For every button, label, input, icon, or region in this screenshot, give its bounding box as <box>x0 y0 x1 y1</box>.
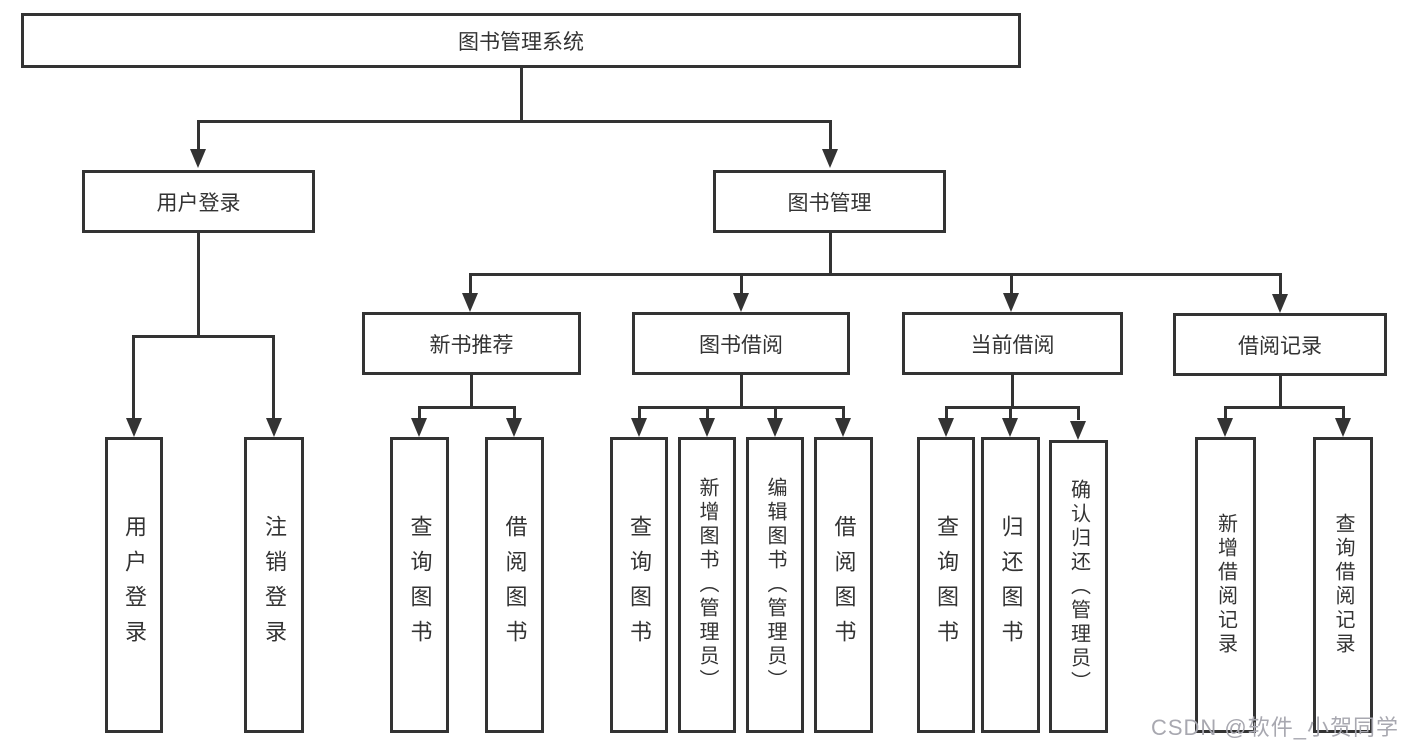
connector-drop-line <box>1279 273 1282 295</box>
node-borrowing-records: 借阅记录 <box>1173 313 1387 376</box>
leaf-query-books: 查询图书 <box>610 437 668 733</box>
connector-stem <box>829 233 832 273</box>
arrow-down-icon <box>938 418 954 437</box>
leaf-user-login: 用户登录 <box>105 437 163 733</box>
connector-drop-line <box>469 273 472 295</box>
node-user-login: 用户登录 <box>82 170 315 233</box>
leaf-query-books: 查询图书 <box>390 437 449 733</box>
connector-drop-line <box>774 406 777 420</box>
connector-drop-line <box>1224 406 1227 420</box>
leaf-return-books: 归还图书 <box>981 437 1040 733</box>
connector-drop-line <box>1009 406 1012 420</box>
arrow-down-icon <box>631 418 647 437</box>
arrow-down-icon <box>266 418 282 437</box>
leaf-logout: 注销登录 <box>244 437 304 733</box>
leaf-borrow-books: 借阅图书 <box>814 437 873 733</box>
connector-drop-line <box>197 120 200 152</box>
leaf-add-borrow-record: 新增借阅记录 <box>1195 437 1256 733</box>
connector-root-rail <box>197 120 832 123</box>
node-book-management: 图书管理 <box>713 170 946 233</box>
node-label: 图书管理 <box>787 191 872 215</box>
node-label: 归还图书 <box>998 515 1024 655</box>
node-label: 图书管理系统 <box>458 30 584 54</box>
connector-drop-line <box>1077 406 1080 420</box>
connector-drop-line <box>513 406 516 420</box>
connector-rail <box>133 335 275 338</box>
connector-drop-line <box>132 335 135 420</box>
arrow-down-icon <box>1002 418 1018 437</box>
node-label: 用户登录 <box>122 515 147 655</box>
connector-rail <box>419 406 516 409</box>
node-current-borrowing: 当前借阅 <box>902 312 1123 375</box>
arrow-down-icon <box>126 418 142 437</box>
connector-rail <box>639 406 844 409</box>
connector-drop-line <box>842 406 845 420</box>
node-label: 借阅图书 <box>831 515 857 655</box>
leaf-edit-books-admin: 编辑图书（管理员） <box>746 437 804 733</box>
connector-rail <box>946 406 1079 409</box>
connector-drop-line <box>1342 406 1345 420</box>
connector-rail <box>1225 406 1344 409</box>
connector-root-stem <box>520 68 523 120</box>
node-label: 确认归还（管理员） <box>1067 478 1090 695</box>
connector-stem <box>1279 376 1282 406</box>
connector-drop-line <box>1010 273 1013 295</box>
leaf-borrow-books: 借阅图书 <box>485 437 544 733</box>
node-library-management-system: 图书管理系统 <box>21 13 1021 68</box>
arrow-down-icon <box>767 418 783 437</box>
node-label: 注销登录 <box>262 515 287 655</box>
node-label: 借阅记录 <box>1238 334 1322 358</box>
connector-drop-line <box>829 120 832 152</box>
node-book-borrowing: 图书借阅 <box>632 312 850 375</box>
arrow-down-icon <box>411 418 427 437</box>
arrow-down-icon <box>1070 421 1086 440</box>
arrow-down-icon <box>462 293 478 312</box>
node-label: 新增借阅记录 <box>1214 513 1237 657</box>
arrow-down-icon <box>835 418 851 437</box>
connector-drop-line <box>740 273 743 295</box>
node-label: 用户登录 <box>156 191 241 215</box>
arrow-down-icon <box>506 418 522 437</box>
arrow-down-icon <box>1272 294 1288 313</box>
connector-drop-line <box>945 406 948 420</box>
leaf-query-borrow-record: 查询借阅记录 <box>1313 437 1373 733</box>
node-label: 当前借阅 <box>970 333 1055 357</box>
connector-stem <box>470 375 473 406</box>
node-new-book-recommendation: 新书推荐 <box>362 312 581 375</box>
node-label: 查询借阅记录 <box>1332 513 1354 657</box>
node-label: 新书推荐 <box>429 333 514 357</box>
arrow-down-icon <box>699 418 715 437</box>
arrow-down-icon <box>190 149 206 168</box>
connector-stem <box>197 233 200 335</box>
arrow-down-icon <box>822 149 838 168</box>
node-label: 新增图书（管理员） <box>696 477 718 693</box>
node-label: 借阅图书 <box>502 515 528 655</box>
arrow-down-icon <box>1003 293 1019 312</box>
node-label: 查询图书 <box>407 515 433 655</box>
leaf-query-books: 查询图书 <box>917 437 975 733</box>
leaf-add-books-admin: 新增图书（管理员） <box>678 437 736 733</box>
connector-drop-line <box>418 406 421 420</box>
csdn-watermark: CSDN @软件_小贺同学 <box>1150 715 1399 740</box>
node-label: 图书借阅 <box>699 333 783 357</box>
node-label: 查询图书 <box>934 515 959 655</box>
arrow-down-icon <box>733 293 749 312</box>
connector-drop-line <box>638 406 641 420</box>
arrow-down-icon <box>1217 418 1233 437</box>
connector-stem <box>740 375 743 406</box>
leaf-confirm-return-admin: 确认归还（管理员） <box>1049 440 1108 733</box>
arrow-down-icon <box>1335 418 1351 437</box>
connector-drop-line <box>706 406 709 420</box>
connector-rail <box>470 273 1282 276</box>
connector-stem <box>1011 375 1014 406</box>
node-label: 查询图书 <box>627 515 652 655</box>
node-label: 编辑图书（管理员） <box>764 477 786 693</box>
connector-drop-line <box>272 335 275 420</box>
